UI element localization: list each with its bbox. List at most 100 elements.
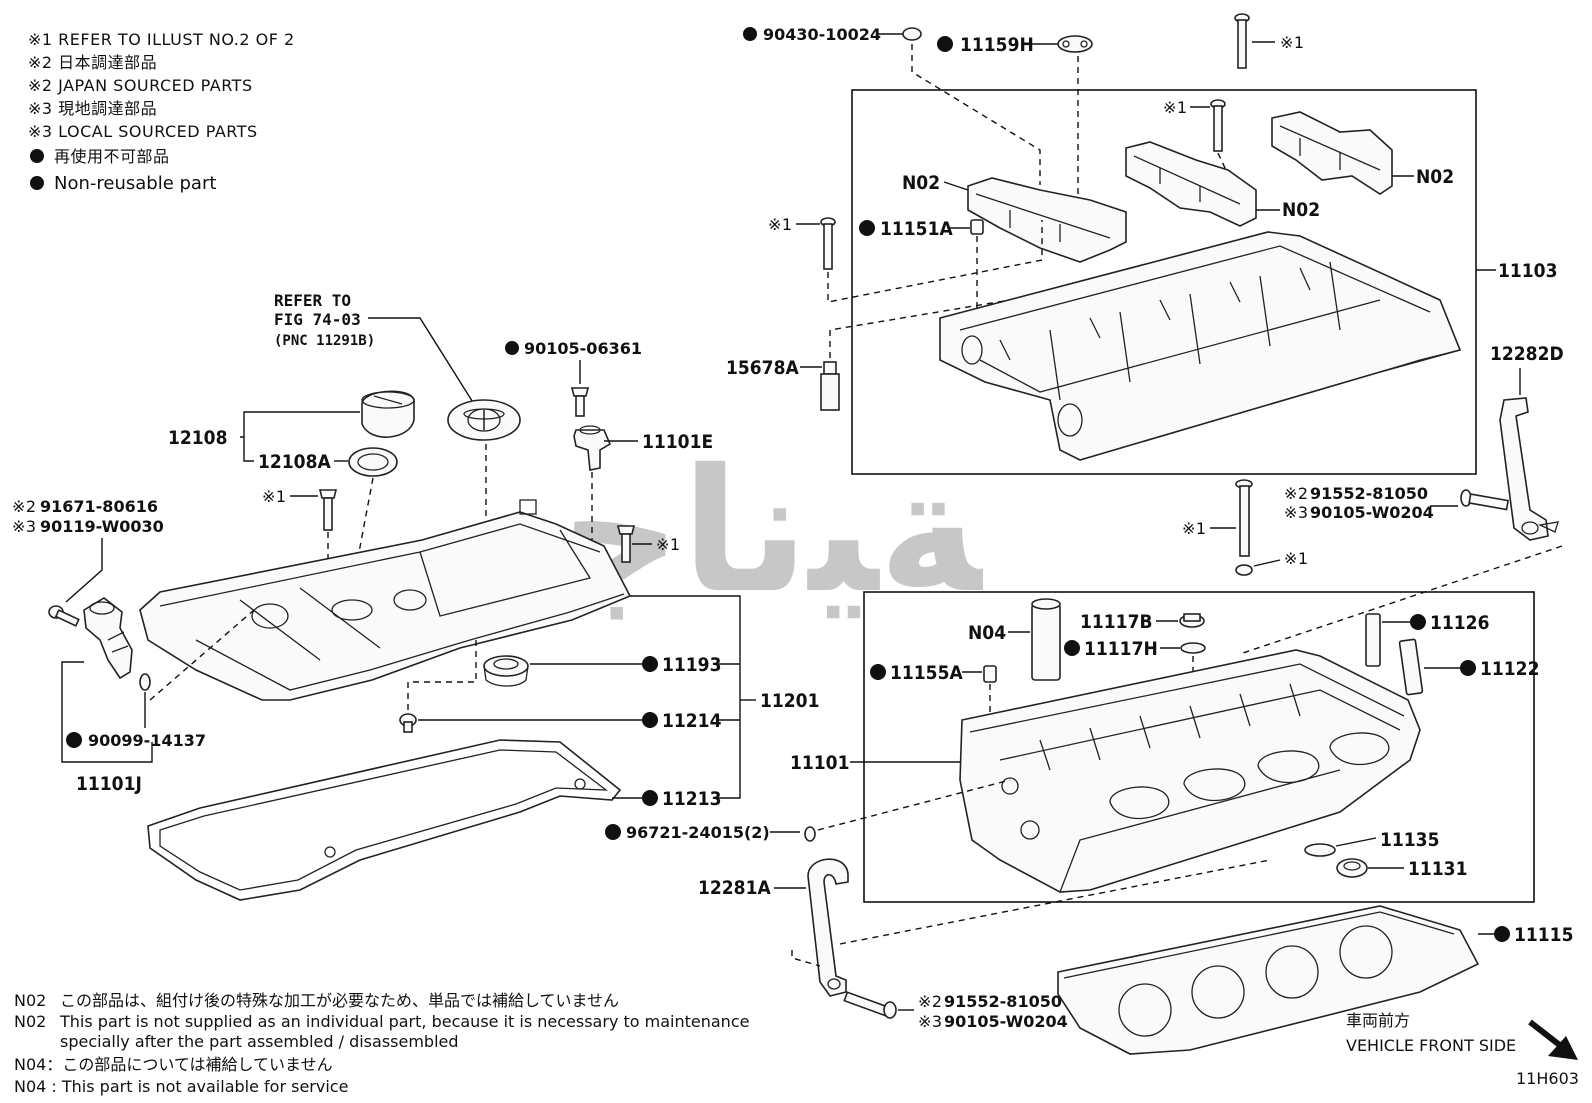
mark-1: ※1 <box>262 487 287 506</box>
seal-washer-11214-shape <box>399 713 417 733</box>
part-12282D[interactable]: 12282D <box>1490 343 1564 365</box>
legend-nonreuse-en: Non-reusable part <box>54 173 216 194</box>
part-11101E[interactable]: 11101E <box>642 431 713 453</box>
vehicle-front-en: VEHICLE FRONT SIDE <box>1346 1036 1516 1055</box>
part-N02-rear[interactable]: N02 <box>1416 166 1454 188</box>
leader-line <box>61 661 110 763</box>
part-11159H[interactable]: 11159H <box>960 34 1034 56</box>
leader-line <box>240 411 360 438</box>
non-reusable-dot-icon <box>870 664 886 680</box>
part-96721-24015[interactable]: 96721-24015(2) <box>626 823 770 842</box>
part-90119-W0030[interactable]: 90119-W0030 <box>40 517 164 536</box>
part-11193[interactable]: 11193 <box>662 654 721 676</box>
non-reusable-dot-icon <box>30 149 44 163</box>
bolt-icon <box>820 217 836 270</box>
non-reusable-dot-icon <box>66 732 82 748</box>
part-11101[interactable]: 11101 <box>790 752 849 774</box>
bearing-cap-rear-shape <box>1271 111 1393 195</box>
mark-2: ※2 <box>1284 484 1309 503</box>
camshaft-housing-11103-shape <box>939 231 1462 461</box>
refer-line-3: (PNC 11291B) <box>274 333 375 349</box>
non-reusable-dot-icon <box>642 712 658 728</box>
legend-note-3-jp: ※3 現地調達部品 <box>28 99 157 118</box>
part-N02-front[interactable]: N02 <box>902 172 940 194</box>
camshaft-sleeve-N04-shape <box>1031 598 1061 681</box>
part-12108[interactable]: 12108 <box>168 427 227 449</box>
cam-position-sensor-11101E-shape <box>573 425 612 471</box>
legend-note-1: ※1 REFER TO ILLUST NO.2 OF 2 <box>28 30 295 49</box>
bolt-small-icon <box>48 605 80 627</box>
dash-leader <box>1239 545 1563 655</box>
part-91671-80616[interactable]: 91671-80616 <box>40 497 158 516</box>
bolt-icon <box>318 489 338 531</box>
leader-line <box>243 437 254 462</box>
gasket-11159H-shape <box>1057 35 1093 53</box>
mark-3: ※3 <box>1284 503 1309 522</box>
oil-jet-plug-shape <box>820 361 840 411</box>
part-11201[interactable]: 11201 <box>760 690 819 712</box>
dowel-pin-shape <box>983 665 997 683</box>
footnote-n02-en-2: specially after the part assembled / dis… <box>60 1032 459 1051</box>
dash-leader <box>791 950 821 967</box>
figure-code: 11H603 <box>1516 1069 1579 1088</box>
bolt-icon <box>1234 13 1250 69</box>
gasket-ring-shape <box>1180 642 1206 654</box>
part-91552-81050-lower[interactable]: 91552-81050 <box>944 992 1062 1011</box>
part-90099-14137[interactable]: 90099-14137 <box>88 731 206 750</box>
part-11155A[interactable]: 11155A <box>890 662 963 684</box>
part-11131[interactable]: 11131 <box>1408 858 1467 880</box>
part-11115[interactable]: 11115 <box>1514 924 1573 946</box>
part-90105-06361[interactable]: 90105-06361 <box>524 339 642 358</box>
mark-1: ※1 <box>1280 33 1305 52</box>
dowel-pin-shape <box>970 219 984 235</box>
cylinder-head-group: N04 11117B 11117H 11126 11122 <box>850 591 1539 903</box>
oil-filler-cap-12108-shape <box>361 390 415 438</box>
part-90105-W0204-lower[interactable]: 90105-W0204 <box>944 1012 1068 1031</box>
bolt-icon <box>1235 479 1253 557</box>
leader-line <box>1335 837 1377 847</box>
part-11122[interactable]: 11122 <box>1480 658 1539 680</box>
part-11214[interactable]: 11214 <box>662 710 722 732</box>
mark-2: ※2 <box>12 497 37 516</box>
part-12108A[interactable]: 12108A <box>258 451 331 473</box>
ocv-valve-11101J-shape <box>83 597 133 680</box>
part-90105-W0204-upper[interactable]: 90105-W0204 <box>1310 503 1434 522</box>
valve-guide-11126-shape <box>1365 613 1381 667</box>
part-11151A[interactable]: 11151A <box>880 218 953 240</box>
part-N04[interactable]: N04 <box>968 622 1006 644</box>
o-ring-shape <box>804 826 816 842</box>
bearing-cap-middle-shape <box>1125 141 1257 227</box>
seal-11135-shape <box>1304 843 1336 857</box>
washer-shape <box>1235 564 1253 576</box>
refer-line-2: FIG 74-03 <box>274 310 361 329</box>
engine-hanger-12282D-shape <box>1499 397 1559 541</box>
part-12281A[interactable]: 12281A <box>698 877 771 899</box>
part-N02-middle[interactable]: N02 <box>1282 199 1320 221</box>
part-11103[interactable]: 11103 <box>1498 260 1557 282</box>
footnote-n04-en: N04 : This part is not available for ser… <box>14 1077 348 1096</box>
part-90430-10024[interactable]: 90430-10024 <box>763 25 881 44</box>
part-91552-81050-upper[interactable]: 91552-81050 <box>1310 484 1428 503</box>
part-15678A[interactable]: 15678A <box>726 357 799 379</box>
plug-seal-11193-shape <box>483 655 529 687</box>
non-reusable-dot-icon <box>1494 926 1510 942</box>
non-reusable-dot-icon <box>642 656 658 672</box>
part-11135[interactable]: 11135 <box>1380 829 1439 851</box>
part-11126[interactable]: 11126 <box>1430 612 1489 634</box>
seal-11131-shape <box>1336 858 1368 878</box>
part-11213[interactable]: 11213 <box>662 788 721 810</box>
cylinder-head-cover-11201-shape <box>139 499 632 701</box>
part-11117B[interactable]: 11117B <box>1080 611 1153 633</box>
head-group-frame <box>863 591 1535 903</box>
non-reusable-dot-icon <box>505 341 519 355</box>
leader-line <box>368 317 475 405</box>
legend-note-3-en: ※3 LOCAL SOURCED PARTS <box>28 122 258 141</box>
mark-1: ※1 <box>1163 98 1188 117</box>
legend-note-2-jp: ※2 日本調達部品 <box>28 53 157 72</box>
part-11117H[interactable]: 11117H <box>1084 638 1158 660</box>
bolt-horizontal-icon <box>1460 489 1510 511</box>
part-11101J[interactable]: 11101J <box>76 773 142 795</box>
mark-3: ※3 <box>12 517 37 536</box>
